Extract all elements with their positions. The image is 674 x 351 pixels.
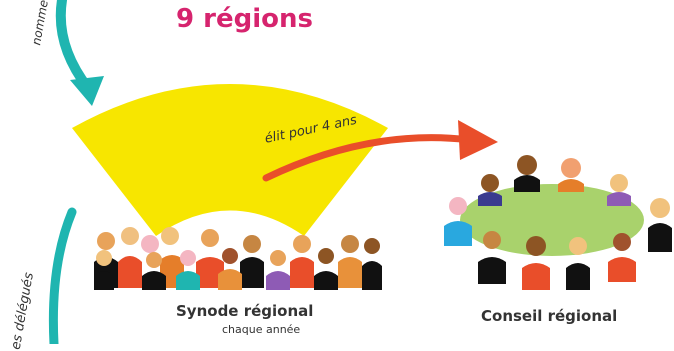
delegues-arrow	[48, 207, 77, 344]
conseil-people	[444, 155, 672, 290]
synode-crowd	[94, 227, 382, 290]
page-title: 9 régions	[176, 4, 313, 34]
synode-sublabel: chaque année	[222, 323, 301, 336]
synode-fan	[72, 84, 388, 236]
elit-arrow	[262, 120, 498, 182]
synode-label: Synode régional	[176, 302, 314, 320]
nomme-arrow	[55, 0, 104, 106]
conseil-table	[460, 184, 644, 256]
conseil-label: Conseil régional	[481, 307, 618, 325]
